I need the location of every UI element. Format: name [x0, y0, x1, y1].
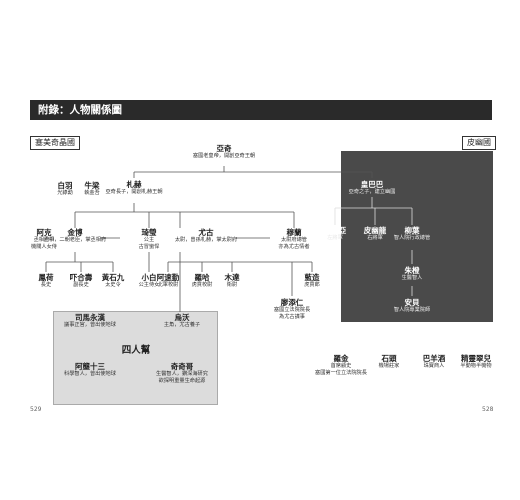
node-luojin: 羅金 首席顧史 塞國第一位立法院院長 [315, 354, 367, 376]
node-niuliang: 牛梁 執金吾 [84, 181, 100, 196]
node-feida: 鳳荷 長史 [38, 273, 54, 288]
node-baiyu: 白羽 光錄勳 [57, 181, 73, 196]
page-number-left: 529 [30, 406, 42, 413]
appendix-title-bar: 附錄：人物關係圖 [30, 100, 492, 120]
node-ake: 阿克 丞相府中 機關人女侍 [31, 228, 57, 250]
node-jingling: 精靈翠兒 半動物半機物 [460, 354, 492, 369]
node-bieba: 皇巴巴 亞奇之子，建立幽國 [348, 180, 396, 195]
node-liaoxin: 廖添仁 塞國立法院院長 為尤古謀事 [273, 298, 311, 320]
node-lanqing: 藍造 虎賁郎 [304, 273, 320, 288]
region-label-piyou: 皮幽國 [462, 136, 496, 150]
node-yaqi: 亞奇 塞國老皇帝，開創亞奇王朝 [192, 144, 256, 159]
node-zhaji: 札赫 亞奇長子，開創札赫王朝 [105, 180, 163, 195]
appendix-title: 附錄：人物關係圖 [38, 104, 122, 116]
node-shilei: 石頭 機場莊家 [378, 354, 400, 369]
node-mumu: 木達 衛尉 [224, 273, 240, 288]
node-yougu: 尤古 太尉，曾孫札赫，掌太尉府 [174, 228, 238, 243]
node-qiqi: 奇奇哥 生醫智人，鑽深海研究 欲探明重量生命起源 [156, 362, 208, 384]
node-mulan: 穆蘭 太尉府總管 亦為尤古情者 [278, 228, 310, 250]
page-number-right: 528 [482, 406, 494, 413]
node-tiyin: 琦瑩 公主 古冒蠻悍 [138, 228, 160, 250]
node-bayang: 巴羊酒 珠寶商人 [422, 354, 446, 369]
node-xiaobai: 小白 公主侍女 [138, 273, 160, 288]
node-niantu: 尼安亞 左將軍 [323, 226, 347, 241]
node-asu: 阿速勤 北軍校尉 [156, 273, 180, 288]
node-andi: 安貝 智人院專業院師 [393, 298, 431, 313]
piyou-country-region [341, 151, 493, 322]
node-luoha: 羅哈 虎賁校尉 [191, 273, 213, 288]
node-wuyi: 烏沃 主角，尤古養子 [163, 313, 201, 328]
node-piyou: 皮幽龍 右將軍 [363, 226, 387, 241]
node-sirenbang: 四人幫 [121, 345, 151, 356]
gang-of-four-region [53, 311, 218, 405]
node-jinbo: 金博 丞相，二朝老臣，掌丞相府 [43, 228, 107, 243]
node-aweng: 阿壟十三 科學智人，曾出使地球 [64, 362, 116, 377]
node-jiuye: 柳葉 智人院行政總管 [393, 226, 431, 241]
node-huangshi: 黃石九 太史令 [101, 273, 125, 288]
region-label-semeiqi: 塞美奇晶國 [30, 136, 80, 150]
node-hehe: 吓合壽 副長史 [69, 273, 93, 288]
node-zhuchi: 朱橙 生醫智人 [401, 266, 423, 281]
node-sima: 司馬永漢 議事正官，曾出使地球 [64, 313, 116, 328]
